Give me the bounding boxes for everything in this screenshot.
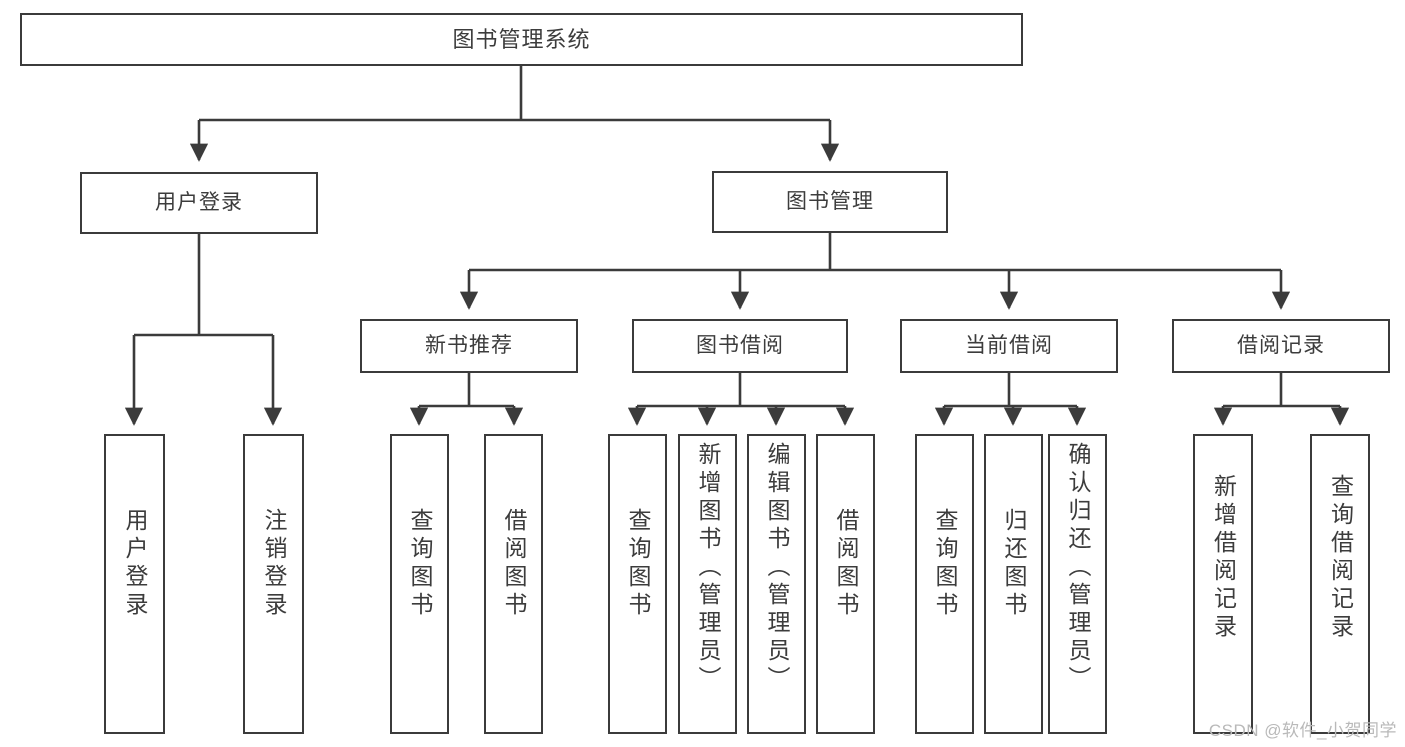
leaf-confirm-return-admin[interactable]: 确认归还（管理员） — [1048, 434, 1107, 734]
leaf-query-book-3[interactable]: 查询图书 — [915, 434, 974, 734]
leaf-query-borrow-record[interactable]: 查询借阅记录 — [1310, 434, 1370, 734]
node-label: 新增借阅记录 — [1210, 474, 1237, 642]
node-label: 查询图书 — [625, 508, 651, 620]
node-label: 新书推荐 — [425, 333, 513, 357]
node-label: 查询借阅记录 — [1327, 474, 1354, 642]
node-label: 用户登录 — [122, 508, 148, 620]
node-label: 新增图书（管理员） — [695, 442, 721, 694]
leaf-query-book-2[interactable]: 查询图书 — [608, 434, 667, 734]
node-label: 借阅记录 — [1237, 333, 1325, 357]
node-label: 查询图书 — [932, 508, 958, 620]
node-new-book-recommend[interactable]: 新书推荐 — [360, 319, 578, 373]
leaf-add-borrow-record[interactable]: 新增借阅记录 — [1193, 434, 1253, 734]
node-root-book-management-system[interactable]: 图书管理系统 — [20, 13, 1023, 66]
node-book-borrow[interactable]: 图书借阅 — [632, 319, 848, 373]
node-label: 注销登录 — [261, 508, 287, 620]
node-label: 编辑图书（管理员） — [764, 442, 790, 694]
node-label: 图书借阅 — [696, 333, 784, 357]
leaf-borrow-book-2[interactable]: 借阅图书 — [816, 434, 875, 734]
leaf-logout[interactable]: 注销登录 — [243, 434, 304, 734]
leaf-add-book-admin[interactable]: 新增图书（管理员） — [678, 434, 737, 734]
leaf-borrow-book-1[interactable]: 借阅图书 — [484, 434, 543, 734]
leaf-return-book[interactable]: 归还图书 — [984, 434, 1043, 734]
node-user-login[interactable]: 用户登录 — [80, 172, 318, 234]
node-label: 借阅图书 — [501, 508, 527, 620]
node-label: 归还图书 — [1001, 508, 1027, 620]
leaf-edit-book-admin[interactable]: 编辑图书（管理员） — [747, 434, 806, 734]
node-book-management[interactable]: 图书管理 — [712, 171, 948, 233]
watermark: CSDN @软件_小贺同学 — [1208, 721, 1397, 740]
node-current-borrow[interactable]: 当前借阅 — [900, 319, 1118, 373]
node-label: 确认归还（管理员） — [1065, 442, 1091, 694]
leaf-user-login[interactable]: 用户登录 — [104, 434, 165, 734]
node-borrow-record[interactable]: 借阅记录 — [1172, 319, 1390, 373]
node-label: 当前借阅 — [965, 333, 1053, 357]
node-label: 图书管理系统 — [452, 26, 591, 52]
node-label: 图书管理 — [786, 189, 874, 213]
node-label: 查询图书 — [407, 508, 433, 620]
node-label: 借阅图书 — [833, 508, 859, 620]
leaf-query-book-1[interactable]: 查询图书 — [390, 434, 449, 734]
node-label: 用户登录 — [155, 190, 243, 214]
